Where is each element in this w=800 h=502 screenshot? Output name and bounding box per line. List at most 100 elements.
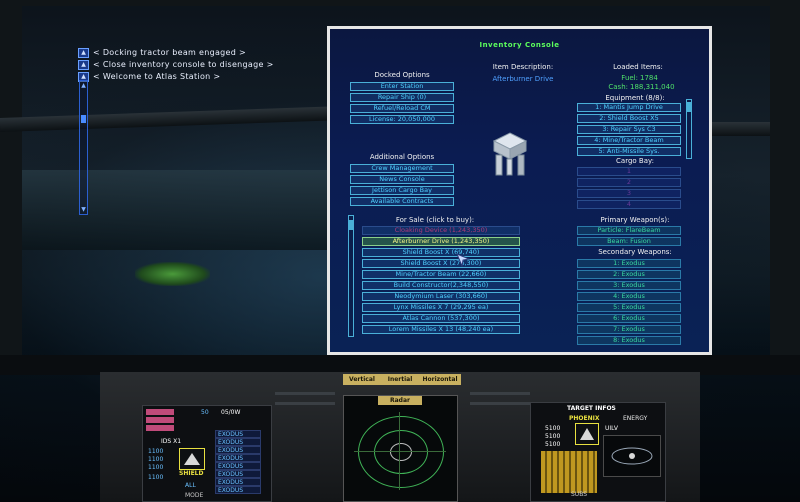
for-sale-item[interactable]: Mine/Tractor Beam (22,660) <box>362 270 520 279</box>
console-title: Inventory Console <box>479 41 560 49</box>
secondary-weapon-item[interactable]: 4: Exodus <box>577 292 681 301</box>
secondary-weapon-item[interactable]: 3: Exodus <box>577 281 681 290</box>
for-sale-item-selected[interactable]: Afterburner Drive (1,243,350) <box>362 237 520 246</box>
afterburner-drive-icon <box>492 132 528 176</box>
status-bar <box>146 417 174 423</box>
speed-value: 50 <box>201 409 209 416</box>
equipment-item[interactable]: 3: Repair Sys C3 <box>577 125 681 134</box>
target-value: 5100 <box>545 425 561 432</box>
news-console-button[interactable]: News Console <box>350 175 454 184</box>
energy-label: ENERGY <box>623 415 648 422</box>
for-sale-item[interactable]: Lorem Missiles X 13 (48,240 ea) <box>362 325 520 334</box>
mouse-cursor-icon <box>456 253 470 267</box>
message-log-scrollbar[interactable]: ▲ ▼ <box>79 80 88 215</box>
target-info-panel: TARGET INFOS PHOENIX ENERGY 5100 5100 51… <box>530 402 666 502</box>
radar-label: Radar <box>378 396 422 405</box>
fuel-value: 1784 <box>640 74 658 82</box>
shield-label: SHIELD <box>179 470 204 477</box>
dashboard-vent <box>470 392 530 395</box>
dashboard-vent <box>275 402 335 405</box>
target-class: UILV <box>605 425 618 432</box>
message-text: < Close inventory console to disengage > <box>93 60 274 69</box>
for-sale-item[interactable]: Lynx Missiles X 7 (29,295 ea) <box>362 303 520 312</box>
message-item: ▲ < Close inventory console to disengage… <box>78 59 274 70</box>
equipment-scrollbar[interactable] <box>686 99 692 159</box>
energy-grid <box>541 451 597 493</box>
radar-display: Radar <box>343 395 458 502</box>
for-sale-item[interactable]: Atlas Cannon (537,300) <box>362 314 520 323</box>
target-name: PHOENIX <box>569 415 600 422</box>
secondary-slot: EXODUS <box>215 462 261 470</box>
scroll-down-icon[interactable]: ▼ <box>81 206 86 213</box>
radar-ring <box>374 430 428 474</box>
secondary-slot: EXODUS <box>215 470 261 478</box>
radar-inertial-tab[interactable]: Inertial <box>381 374 419 385</box>
target-infos-header: TARGET INFOS <box>567 405 616 412</box>
station-dock-structure <box>0 170 330 250</box>
cargo-slot[interactable]: 3 <box>577 189 681 198</box>
inventory-console: Inventory Console Docked Options Enter S… <box>327 26 712 355</box>
secondary-slot: EXODUS <box>215 430 261 438</box>
mode-label: MODE <box>185 492 204 499</box>
chevron-double-up-icon[interactable]: ▲ <box>78 59 89 70</box>
cash-label: Cash: <box>608 83 628 91</box>
secondary-weapon-item[interactable]: 8: Exodus <box>577 336 681 345</box>
chevron-up-icon[interactable]: ▲ <box>78 47 89 58</box>
radar-vertical-tab[interactable]: Vertical <box>343 374 381 385</box>
cargo-bay-header: Cargo Bay: <box>616 157 654 165</box>
cargo-slot[interactable]: 2 <box>577 178 681 187</box>
for-sale-item[interactable]: Shield Boost X (69,740) <box>362 248 520 257</box>
primary-weapon-item[interactable]: Particle: FlareBeam <box>577 226 681 235</box>
repair-ship-button[interactable]: Repair Ship (0) <box>350 93 454 102</box>
hud-value: 1100 <box>148 456 164 463</box>
primary-weapon-item[interactable]: Beam: Fusion <box>577 237 681 246</box>
for-sale-scrollbar[interactable] <box>348 215 354 337</box>
secondary-weapon-item[interactable]: 7: Exodus <box>577 325 681 334</box>
secondary-weapon-item[interactable]: 2: Exodus <box>577 270 681 279</box>
available-contracts-button[interactable]: Available Contracts <box>350 197 454 206</box>
for-sale-item[interactable]: Build Constructor(2,348,550) <box>362 281 520 290</box>
for-sale-item[interactable]: Neodymium Laser (303,660) <box>362 292 520 301</box>
additional-options-header: Additional Options <box>369 153 435 161</box>
equipment-item[interactable]: 2: Shield Boost X5 <box>577 114 681 123</box>
jettison-cargo-button[interactable]: Jettison Cargo Bay <box>350 186 454 195</box>
cockpit-frame-top <box>0 0 800 6</box>
equipment-item[interactable]: 4: Mine/Tractor Beam <box>577 136 681 145</box>
scroll-thumb[interactable] <box>81 115 86 123</box>
radar-center <box>390 443 412 461</box>
target-triangle-icon <box>575 423 599 445</box>
for-sale-item[interactable]: Shield Boost X (276,300) <box>362 259 520 268</box>
secondary-slot: EXODUS <box>215 486 261 494</box>
secondary-weapon-item[interactable]: 5: Exodus <box>577 303 681 312</box>
equipment-item[interactable]: 5: Anti-Missile Sys. <box>577 147 681 156</box>
secondary-weapon-item[interactable]: 1: Exodus <box>577 259 681 268</box>
enter-station-button[interactable]: Enter Station <box>350 82 454 91</box>
crew-management-button[interactable]: Crew Management <box>350 164 454 173</box>
weapons-status-panel: 50 05/0W IDS X1 1100 1100 1100 1100 SHIE… <box>142 405 272 502</box>
radar-horizontal-tab[interactable]: Horizontal <box>419 374 461 385</box>
equipment-item[interactable]: 1: Mantis Jump Drive <box>577 103 681 112</box>
scroll-thumb[interactable] <box>687 102 691 112</box>
refuel-reload-button[interactable]: Refuel/Reload CM <box>350 104 454 113</box>
message-text: < Welcome to Atlas Station > <box>93 72 221 81</box>
speed-ratio: 05/0W <box>221 409 241 416</box>
secondary-weapon-item[interactable]: 6: Exodus <box>577 314 681 323</box>
message-text: < Docking tractor beam engaged > <box>93 48 246 57</box>
status-bar <box>146 425 174 431</box>
license-button[interactable]: License: 20,050,000 <box>350 115 454 124</box>
secondary-slot: EXODUS <box>215 438 261 446</box>
for-sale-item[interactable]: Cloaking Device (1,243,350) <box>362 226 520 235</box>
target-ship-preview <box>603 435 661 477</box>
dashboard-vent <box>470 402 530 405</box>
hud-value: 1100 <box>148 474 164 481</box>
scroll-thumb[interactable] <box>349 220 353 230</box>
item-description-value: Afterburner Drive <box>492 75 554 83</box>
radar-ring <box>358 416 444 488</box>
cargo-slot[interactable]: 4 <box>577 200 681 209</box>
scroll-up-icon[interactable]: ▲ <box>81 82 86 89</box>
cargo-slot[interactable]: 1 <box>577 167 681 176</box>
fuel-label: Fuel: <box>621 74 638 82</box>
cockpit-frame-right <box>770 0 800 372</box>
chevron-double-up-icon[interactable]: ▲ <box>78 71 89 82</box>
secondary-slot: EXODUS <box>215 446 261 454</box>
